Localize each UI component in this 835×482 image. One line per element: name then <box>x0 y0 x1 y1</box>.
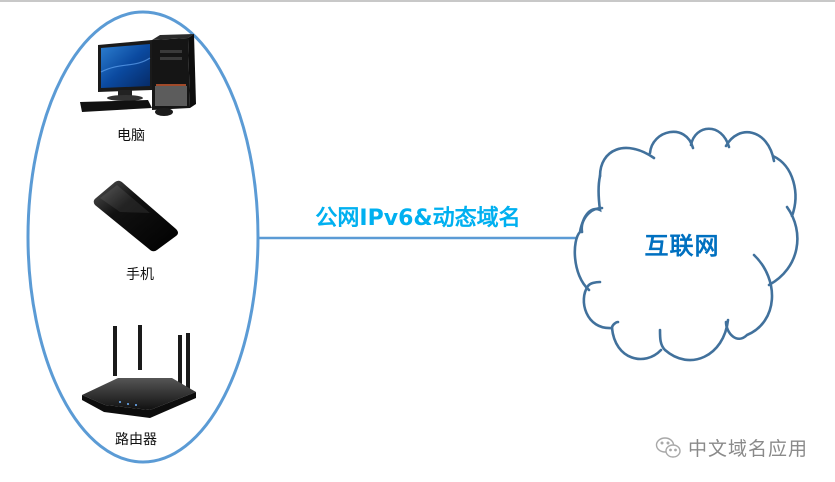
device-label-phone: 手机 <box>126 267 154 283</box>
top-border <box>0 0 835 2</box>
device-label-computer: 电脑 <box>117 128 145 144</box>
watermark: 中文域名应用 <box>654 434 808 460</box>
watermark-icon-spacer <box>654 434 680 460</box>
smartphone-icon <box>93 180 178 252</box>
desktop-computer-icon <box>80 34 196 116</box>
wifi-router-icon <box>82 325 196 418</box>
watermark-text: 中文域名应用 <box>688 437 809 460</box>
internet-cloud <box>573 126 799 362</box>
cloud-label: 互联网 <box>644 232 720 260</box>
device-label-router: 路由器 <box>115 432 157 448</box>
wechat-icon <box>655 437 681 458</box>
connection-label: 公网IPv6&动态域名 <box>315 206 521 231</box>
